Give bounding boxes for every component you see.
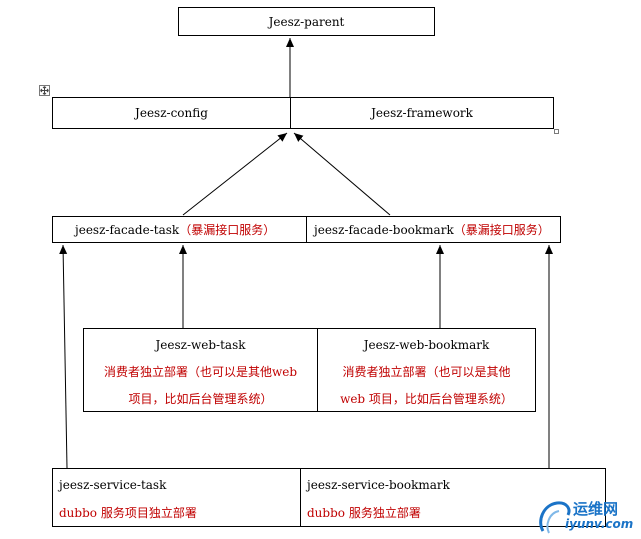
- web-task-name: Jeesz-web-task: [155, 338, 246, 352]
- service-task-name: jeesz-service-task: [59, 478, 167, 492]
- table-resize-handle[interactable]: [554, 129, 559, 134]
- config-cell: Jeesz-config: [53, 98, 291, 128]
- watermark-logo: 运维网 iyunv.com: [535, 495, 639, 537]
- facade-task-note: （暴漏接口服务）: [179, 223, 276, 237]
- web-task-desc-line2: 项目，比如后台管理系统）: [128, 392, 273, 406]
- config-framework-row: Jeesz-config Jeesz-framework: [52, 97, 554, 129]
- facade-bookmark-text: jeesz-facade-bookmark（暴漏接口服务）: [314, 223, 550, 237]
- facade-bookmark-note: （暴漏接口服务）: [453, 223, 550, 237]
- service-task-desc: dubbo 服务项目独立部署: [59, 506, 197, 520]
- facade-task-text: jeesz-facade-task（暴漏接口服务）: [75, 223, 275, 237]
- facade-task-name: jeesz-facade-task: [75, 223, 180, 237]
- parent-label: Jeesz-parent: [268, 15, 345, 29]
- watermark-name: 运维网: [573, 500, 619, 518]
- table-move-icon[interactable]: [39, 85, 50, 96]
- arrow-facade-task-to-config: [182, 132, 288, 216]
- watermark-swirl-icon: [539, 501, 571, 534]
- framework-label: Jeesz-framework: [371, 106, 473, 120]
- config-label: Jeesz-config: [135, 106, 208, 120]
- facade-row: jeesz-facade-task（暴漏接口服务） jeesz-facade-b…: [52, 216, 561, 243]
- facade-bookmark-name: jeesz-facade-bookmark: [314, 223, 454, 237]
- service-bookmark-desc: dubbo 服务独立部署: [307, 506, 421, 520]
- web-task-desc-line1: 消费者独立部署（也可以是其他web: [103, 365, 298, 379]
- web-bookmark-name: Jeesz-web-bookmark: [363, 338, 490, 352]
- service-row: jeesz-service-task dubbo 服务项目独立部署 jeesz-…: [52, 468, 606, 527]
- service-bookmark-name: jeesz-service-bookmark: [307, 478, 450, 492]
- service-task-cell: jeesz-service-task dubbo 服务项目独立部署: [53, 469, 301, 526]
- arrow-facade-bookmark-to-config: [293, 132, 391, 216]
- web-bookmark-desc-line2: web 项目，比如后台管理系统）: [340, 392, 513, 406]
- facade-task-cell: jeesz-facade-task（暴漏接口服务）: [53, 217, 307, 242]
- arrow-service-task-to-facade-task: [59, 244, 68, 469]
- watermark-url: iyunv.com: [565, 517, 634, 531]
- web-row: Jeesz-web-task 消费者独立部署（也可以是其他web 项目，比如后台…: [83, 328, 536, 412]
- web-task-cell: Jeesz-web-task 消费者独立部署（也可以是其他web 项目，比如后台…: [84, 329, 318, 411]
- web-bookmark-desc-line1: 消费者独立部署（也可以是其他: [342, 365, 511, 379]
- parent-box: Jeesz-parent: [178, 7, 435, 36]
